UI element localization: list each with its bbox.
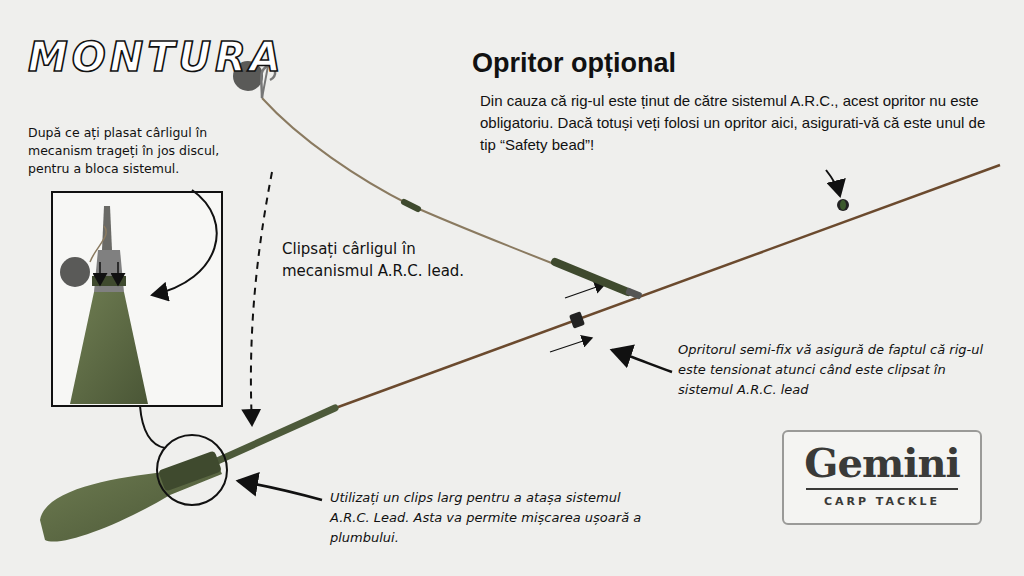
brand-name: Gemini	[794, 440, 970, 486]
note-text: Din cauza că rig-ul este ținut de către …	[480, 90, 995, 156]
section-heading: Opritor opțional	[472, 48, 892, 79]
logo-box: GeminiCARP TACKLE	[782, 430, 982, 525]
brand-tagline: CARP TACKLE	[806, 488, 958, 510]
callout-text: Utilizați un clips larg pentru a atașa s…	[330, 488, 655, 548]
page-title: MONTURA	[28, 34, 285, 80]
callout-text: După ce ați plasat cârligul în mecanism …	[28, 124, 228, 178]
callout-text: Opritorul semi-fix vă asigură de faptul …	[678, 340, 993, 400]
callout-text: Clipsați cârligul în mecanismul A.R.C. l…	[282, 238, 492, 282]
